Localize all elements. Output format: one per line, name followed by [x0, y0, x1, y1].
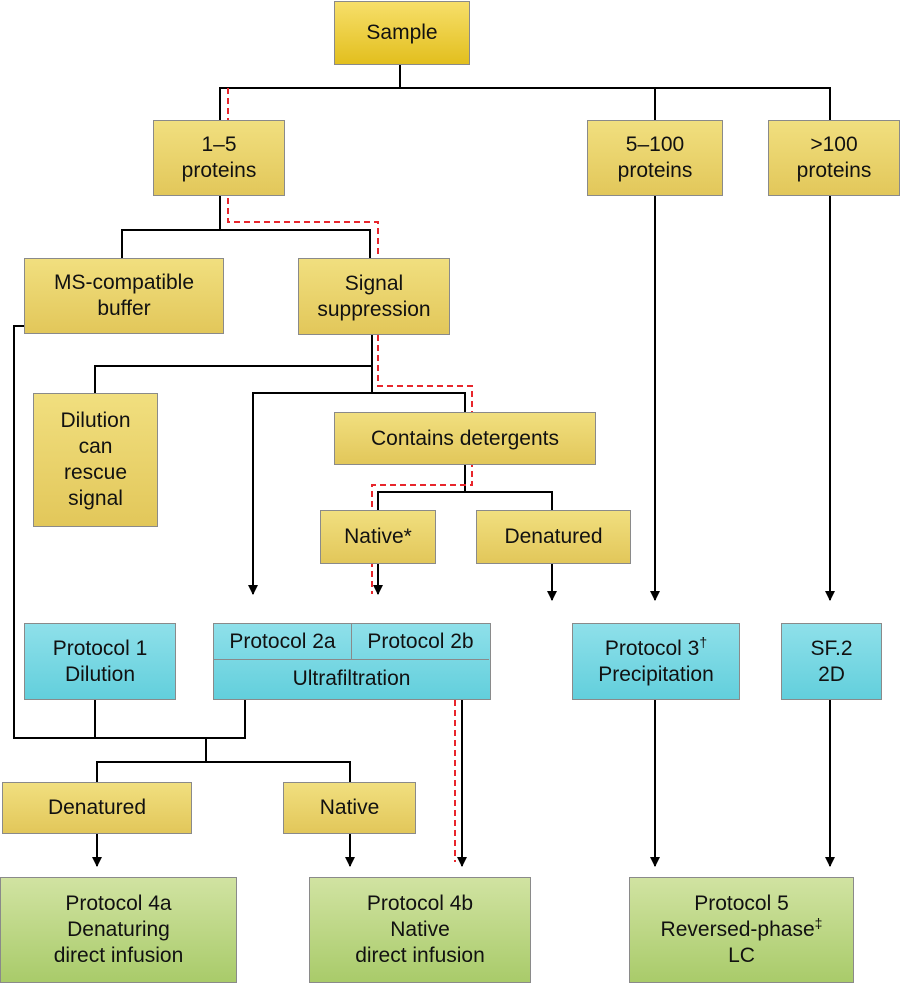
node-1-5-proteins: 1–5 proteins: [153, 120, 285, 196]
node-protocol-5: Protocol 5 Reversed-phase‡ LC: [629, 877, 854, 983]
edge-ms-buffer: [13, 325, 96, 739]
protocol-3-title: Protocol 3†: [604, 633, 708, 660]
node-protocol-3: Protocol 3† Precipitation: [572, 623, 740, 700]
node-100-plus-proteins: >100 proteins: [768, 120, 900, 196]
edge-sample-branches: [219, 65, 831, 120]
ultrafiltration-cell: Ultrafiltration: [292, 667, 411, 690]
highlight-path: [227, 88, 473, 862]
node-signal-suppression: Signal suppression: [298, 258, 450, 335]
node-sf2-2d: SF.2 2D: [781, 623, 882, 700]
node-denatured-detergent: Denatured: [476, 510, 631, 564]
node-sample: Sample: [334, 1, 470, 65]
node-protocol-1: Protocol 1 Dilution: [24, 623, 176, 700]
node-protocol-4b: Protocol 4b Native direct infusion: [309, 877, 531, 983]
node-contains-detergents: Contains detergents: [334, 412, 596, 465]
node-native-final: Native: [283, 782, 416, 834]
edge-1-5-split: [121, 196, 371, 258]
node-dilution-rescue: Dilution can rescue signal: [33, 393, 158, 527]
node-protocol-4a: Protocol 4a Denaturing direct infusion: [0, 877, 237, 983]
node-denatured-final: Denatured: [2, 782, 192, 834]
edge-detergent-split: [377, 465, 553, 510]
node-native-star: Native*: [320, 510, 436, 564]
protocol-2a-cell: Protocol 2a: [214, 624, 352, 660]
protocol-2b-cell: Protocol 2b: [352, 624, 489, 660]
node-protocol-2-ultrafiltration: Protocol 2a Protocol 2b Ultrafiltration: [213, 623, 491, 700]
protocol-5-method: Reversed-phase‡: [660, 915, 823, 941]
node-5-100-proteins: 5–100 proteins: [587, 120, 723, 196]
edge-merge: [95, 700, 351, 782]
node-ms-compatible-buffer: MS-compatible buffer: [24, 258, 224, 334]
dagger-mark: †: [699, 633, 708, 650]
double-dagger-mark: ‡: [814, 915, 823, 931]
